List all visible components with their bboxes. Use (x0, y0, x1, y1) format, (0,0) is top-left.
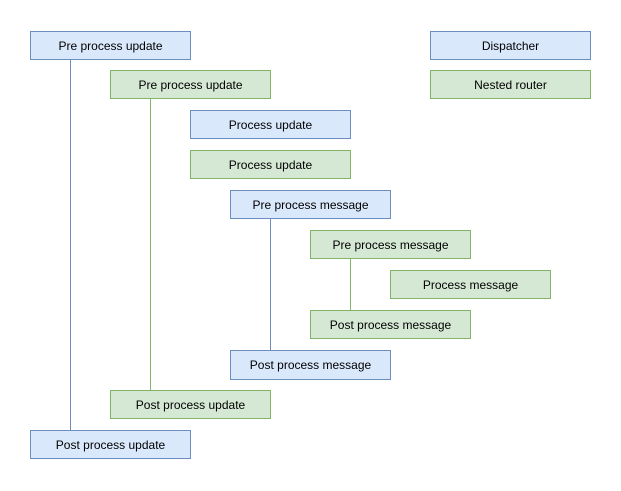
green-connector-line (150, 99, 151, 390)
diagram-node-box: Pre process update (110, 70, 271, 99)
blue-connector-line (270, 219, 271, 350)
green-connector-line (350, 259, 351, 310)
diagram-node-box: Process update (190, 150, 351, 179)
diagram-node-box: Post process update (30, 430, 191, 459)
diagram-node-box: Post process message (230, 350, 391, 380)
diagram-node-box: Pre process update (30, 31, 191, 60)
diagram-node-box: Post process update (110, 390, 271, 419)
diagram-node-box: Process update (190, 110, 351, 139)
diagram-node-box: Pre process message (310, 230, 471, 259)
legend-box: Nested router (430, 70, 591, 99)
legend-box: Dispatcher (430, 31, 591, 60)
diagram-node-box: Process message (390, 270, 551, 299)
blue-connector-line (70, 60, 71, 430)
diagram-node-box: Post process message (310, 310, 471, 339)
diagram-node-box: Pre process message (230, 190, 391, 219)
